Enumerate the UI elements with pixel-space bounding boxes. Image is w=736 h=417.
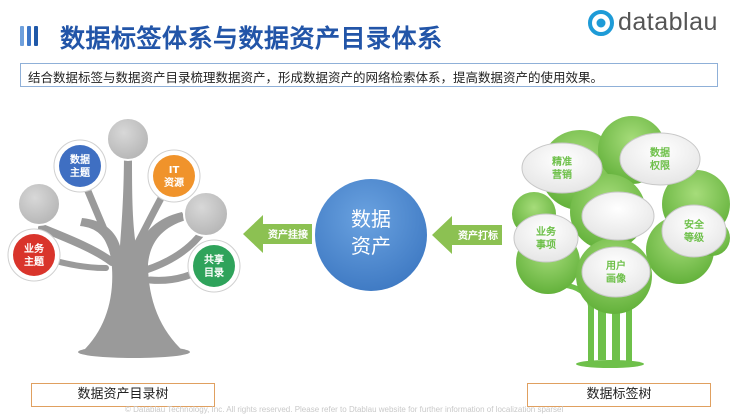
node-label: 共享	[204, 253, 224, 266]
node-label: 等级	[684, 231, 705, 244]
tag-node-business-matter: 业务 事项	[513, 213, 579, 263]
tag-node-precision-marketing: 精准 营销	[521, 142, 603, 194]
brand-name: datablau	[618, 8, 718, 36]
datablau-logo-icon	[588, 10, 614, 36]
empty-node	[106, 117, 150, 161]
brand-logo: datablau	[586, 8, 731, 38]
node-label: 用户	[605, 259, 626, 272]
subtitle-box: 结合数据标签与数据资产目录梳理数据资产，形成数据资产的网络检索体系，提高数据资产…	[20, 63, 718, 87]
asset-link-arrow: 资产挂接	[243, 215, 312, 253]
tag-node-security-level: 安全 等级	[661, 204, 727, 258]
tag-tree-base	[576, 360, 644, 368]
node-label: 主题	[70, 166, 91, 179]
empty-node	[17, 182, 61, 226]
asset-tag-arrow: 资产打标	[432, 216, 502, 254]
empty-node	[183, 191, 229, 237]
asset-link-arrow-label: 资产挂接	[268, 228, 308, 241]
tag-node-empty	[581, 191, 655, 241]
node-label: 精准	[552, 155, 572, 168]
node-label: 资源	[164, 176, 184, 189]
node-label: 主题	[24, 255, 45, 268]
node-label: 事项	[536, 238, 556, 251]
node-label: 业务	[24, 242, 45, 255]
node-label: 目录	[204, 267, 224, 279]
catalog-tree: 业务 主题 数据 主题 IT 资源 共享 目录	[7, 117, 241, 358]
catalog-node-business-topic: 业务 主题	[7, 228, 61, 282]
data-asset-circle: 数据 资产	[315, 179, 427, 291]
asset-tag-arrow-label: 资产打标	[458, 229, 498, 242]
title-accent-icon	[20, 26, 40, 46]
node-label: 业务	[536, 225, 557, 238]
node-label: 安全	[684, 218, 705, 231]
node-label: 营销	[552, 168, 572, 181]
node-label: 权限	[649, 159, 671, 172]
catalog-node-data-topic: 数据 主题	[53, 139, 107, 193]
data-asset-label: 数据	[351, 207, 391, 231]
data-asset-label: 资产	[351, 234, 391, 258]
tag-node-data-permission: 数据 权限	[619, 132, 701, 186]
node-label: 数据	[650, 146, 670, 159]
node-label: 数据	[70, 153, 90, 166]
copyright-footer: © Datablau Technology, Inc. All rights r…	[125, 405, 564, 414]
node-label: 画像	[606, 272, 627, 285]
tag-tree: 精准 营销 数据 权限 业务 事项 安全 等级 用户 画像	[512, 116, 730, 368]
catalog-tree-branch	[38, 224, 116, 266]
catalog-tree-caption: 数据资产目录树	[31, 383, 215, 407]
tag-tree-trunk	[566, 283, 594, 362]
catalog-tree-base	[78, 346, 190, 358]
node-label: IT	[169, 165, 180, 176]
page-title: 数据标签体系与数据资产目录体系	[60, 24, 443, 53]
tag-tree-caption: 数据标签树	[527, 383, 711, 407]
catalog-node-it-resource: IT 资源	[147, 149, 201, 203]
tag-node-user-profile: 用户 画像	[581, 246, 651, 298]
subtitle-text: 结合数据标签与数据资产目录梳理数据资产，形成数据资产的网络检索体系，提高数据资产…	[28, 70, 604, 85]
catalog-node-shared-catalog: 共享 目录	[187, 239, 241, 293]
